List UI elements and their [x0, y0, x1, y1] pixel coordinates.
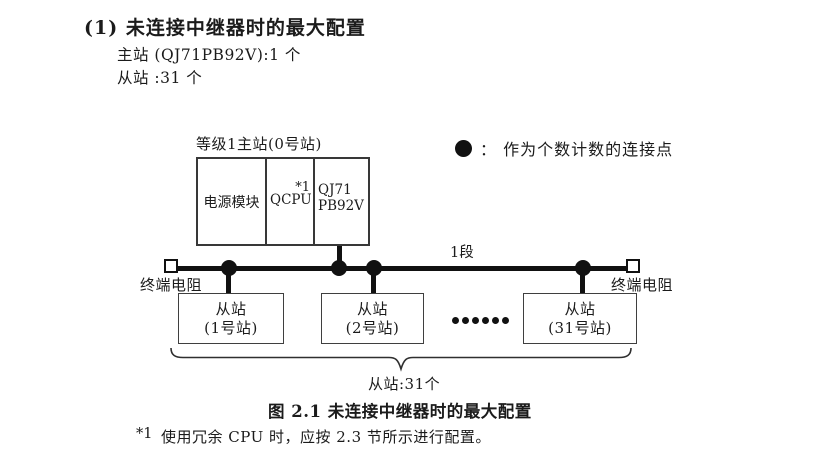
slave-station-box-2: 从站 (2号站) — [321, 293, 424, 344]
slave-station-number: (2号站) — [345, 318, 400, 337]
legend-label: ： 作为个数计数的连接点 — [480, 140, 674, 159]
segment-label: 1段 — [450, 245, 474, 261]
footnote-marker: *1 — [136, 426, 153, 442]
ellipsis-dots-icon — [452, 317, 509, 324]
terminator-label-right: 终端电阻 — [611, 276, 674, 294]
slave-station-number: (1号站) — [204, 318, 258, 337]
connection-point-icon — [455, 139, 472, 157]
connection-point-icon — [575, 260, 591, 276]
footnote-text: 使用冗余 CPU 时，应按 2.3 节所示进行配置。 — [161, 428, 491, 446]
connection-point-icon — [366, 260, 382, 276]
connection-point-icon — [221, 260, 237, 276]
terminating-resistor-icon — [626, 259, 640, 273]
master-drop-line — [337, 246, 342, 268]
master-count-text: 主站 (QJ71PB92V):1 个 — [117, 46, 301, 64]
slave31-drop-line — [580, 269, 585, 293]
master-station-box: 电源模块 *1 QCPU QJ71 PB92V — [196, 157, 370, 246]
slave-station-box-1: 从站 (1号站) — [178, 293, 284, 344]
slave-name: 从站 — [564, 299, 596, 318]
legend: ： 作为个数计数的连接点 — [455, 136, 673, 160]
slave-station-box-31: 从站 (31号站) — [523, 293, 637, 344]
brace-label: 从站:31个 — [368, 375, 441, 393]
figure-caption: 图 2.1 未连接中继器时的最大配置 — [268, 402, 532, 421]
power-module-cell: 电源模块 — [198, 159, 267, 244]
slave-name: 从站 — [215, 299, 247, 318]
slave-name: 从站 — [356, 299, 388, 318]
master-station-label: 等级1主站(0号站) — [196, 135, 322, 153]
terminator-label-left: 终端电阻 — [140, 276, 203, 294]
module-line1: QJ71 — [318, 182, 352, 198]
section-title: (1) 未连接中继器时的最大配置 — [84, 17, 366, 39]
slave2-drop-line — [371, 269, 376, 293]
pb92v-module-cell: QJ71 PB92V — [315, 159, 368, 244]
pb92v-module-label: QJ71 PB92V — [318, 182, 364, 214]
bus-segment-line — [172, 266, 637, 271]
slave-station-number: (31号站) — [548, 318, 612, 337]
qcpu-label: QCPU — [270, 192, 312, 208]
qcpu-cell: *1 QCPU — [267, 159, 315, 244]
terminating-resistor-icon — [164, 259, 178, 273]
module-line2: PB92V — [318, 198, 364, 214]
connection-point-icon — [331, 260, 347, 276]
slave-count-text: 从站 :31 个 — [117, 69, 203, 87]
cpu-footnote-marker: *1 — [295, 180, 310, 195]
brace-bracket — [170, 347, 632, 372]
slave1-drop-line — [226, 269, 231, 293]
